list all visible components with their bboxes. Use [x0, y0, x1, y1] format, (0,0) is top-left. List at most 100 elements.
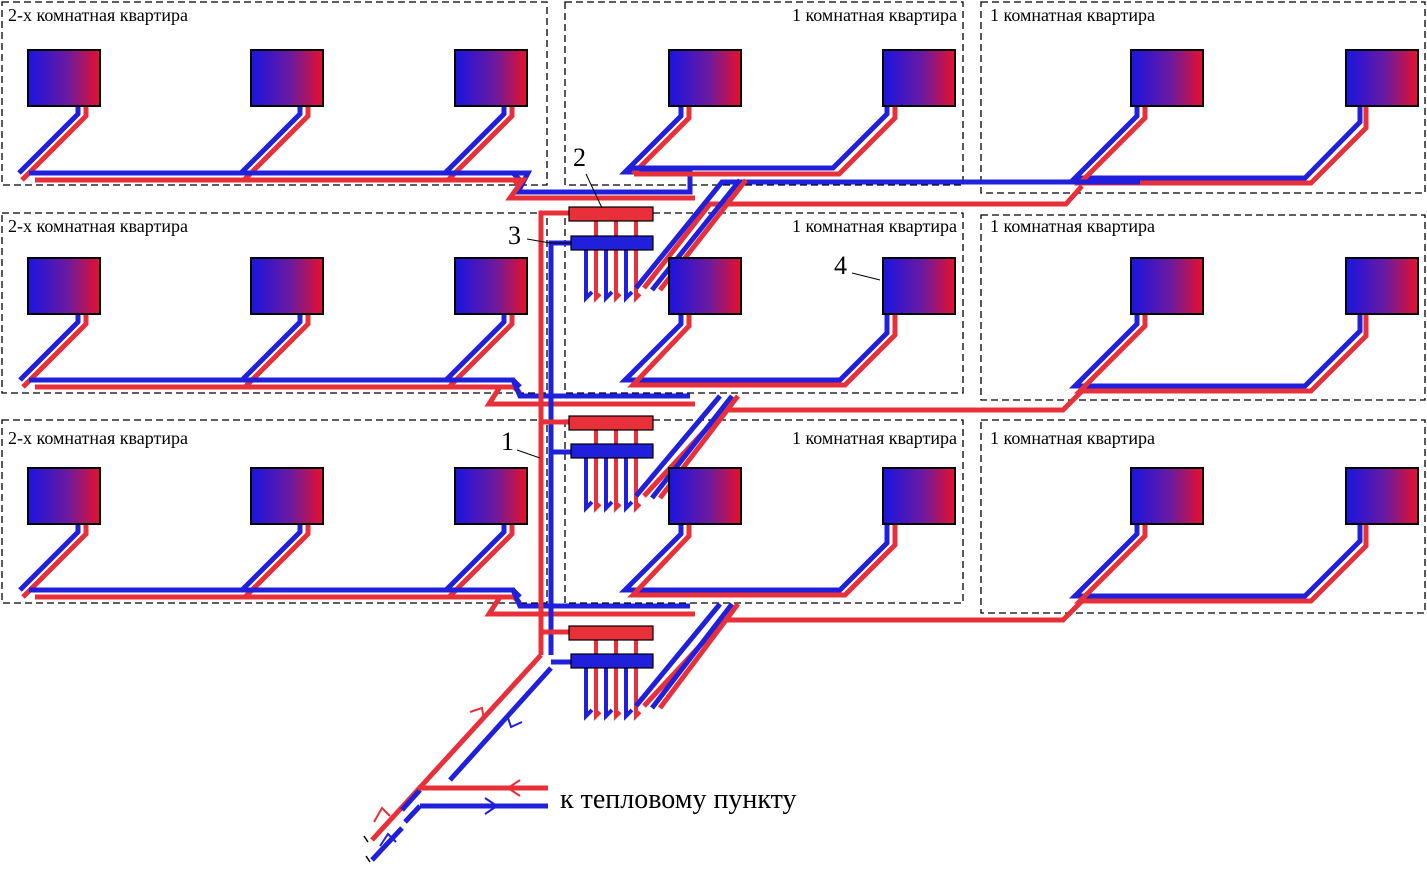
return-pipe [240, 524, 303, 592]
return-pipe [29, 377, 690, 399]
flow-arrow [506, 714, 523, 729]
callout-leaders [516, 173, 881, 459]
leader-line [516, 449, 541, 459]
radiator [668, 257, 742, 315]
return-pipe [18, 524, 81, 592]
apartment-label: 1 комнатная квартира [990, 216, 1155, 236]
radiators [27, 49, 1419, 525]
apartment-label: 1 комнатная квартира [990, 428, 1155, 448]
supply-riser [538, 210, 570, 655]
radiator [882, 467, 956, 525]
radiator [454, 467, 528, 525]
radiator [27, 467, 101, 525]
callout-radiator: 4 [834, 251, 847, 280]
supply-pipe [447, 524, 515, 599]
supply-pipe [35, 177, 695, 201]
supply-pipe [21, 524, 89, 599]
return-outlet [584, 668, 594, 721]
apartment-label: 2-х комнатная квартира [8, 5, 188, 25]
return-pipe [634, 394, 722, 498]
return-pipe [443, 106, 507, 175]
radiator [668, 467, 742, 525]
callout-supply-manifold: 2 [573, 143, 586, 172]
pipe-end-mark [363, 835, 369, 843]
callouts: 2 3 1 4 [501, 143, 847, 456]
apartment-frame [980, 214, 1426, 401]
return-pipe [1068, 314, 1363, 389]
radiator [668, 49, 742, 107]
flow-arrow [484, 797, 499, 815]
return-outlet [624, 458, 634, 513]
return-pipe [634, 179, 1140, 290]
supply-pipe [658, 602, 740, 710]
apartment-label: 1 комнатная квартира [792, 428, 957, 448]
return-outlet [604, 458, 614, 513]
apartment-frame [1, 1, 548, 186]
manifolds [568, 206, 654, 669]
supply-outlet [594, 430, 602, 513]
supply-pipe [242, 106, 311, 182]
apartment-labels: 2-х комнатная квартира 1 комнатная кварт… [8, 5, 1155, 448]
apartment-frame [564, 1, 964, 186]
return-pipe [1068, 106, 1363, 181]
pipe-network [17, 106, 1369, 863]
radiator [1345, 257, 1419, 315]
return-manifold [570, 443, 654, 459]
radiator [454, 257, 528, 315]
radiator [1130, 49, 1204, 107]
supply-pipe [446, 106, 515, 182]
supply-pipe [642, 184, 1084, 290]
return-trunk [448, 666, 553, 782]
callout-return-manifold: 3 [508, 221, 521, 250]
supply-pipe [243, 524, 311, 599]
leader-line [585, 173, 603, 209]
return-pipe [29, 587, 690, 609]
supply-pipe [627, 524, 898, 598]
return-pipe [18, 314, 81, 382]
radiator [27, 49, 101, 107]
flow-arrow [469, 706, 485, 721]
radiator [1130, 257, 1204, 315]
apartment-frame [980, 419, 1426, 614]
supply-outlet [594, 640, 602, 721]
to-heat-station-caption: к тепловому пункту [560, 784, 797, 815]
supply-pipe [642, 389, 1084, 498]
return-pipe [444, 524, 507, 592]
supply-outlet [614, 640, 622, 721]
return-pipe [618, 314, 890, 383]
supply-manifold [568, 625, 654, 641]
apartment-label: 2-х комнатная квартира [8, 428, 188, 448]
radiator [454, 49, 528, 107]
return-manifold [570, 235, 654, 251]
apartment-label: 2-х комнатная квартира [8, 216, 188, 236]
radiator [250, 49, 324, 107]
supply-pipe [1073, 314, 1369, 394]
supply-pipe [35, 594, 695, 617]
return-outlet [624, 668, 634, 721]
return-pipe [634, 602, 722, 708]
return-outlet [604, 250, 614, 303]
apartment-frame [1, 419, 548, 604]
apartment-frame [1, 212, 548, 394]
return-riser [548, 240, 572, 655]
supply-pipe [627, 314, 898, 388]
return-pipe [240, 314, 303, 382]
radiator [1345, 49, 1419, 107]
supply-pipe [631, 106, 692, 176]
return-pipe [628, 106, 890, 171]
return-manifold [570, 653, 654, 669]
return-pipe [650, 602, 734, 710]
supply-pipe [20, 106, 89, 182]
supply-pipe [21, 314, 89, 389]
return-pipe [650, 178, 742, 292]
return-pipe [17, 106, 81, 175]
radiator [882, 257, 956, 315]
supply-pipe [447, 314, 515, 389]
apartment-label: 1 комнатная квартира [792, 5, 957, 25]
radiator [250, 257, 324, 315]
return-outlet [584, 458, 594, 513]
return-pipe [618, 524, 890, 593]
return-pipe [618, 106, 693, 190]
radiator [1345, 467, 1419, 525]
leader-line [526, 238, 572, 244]
